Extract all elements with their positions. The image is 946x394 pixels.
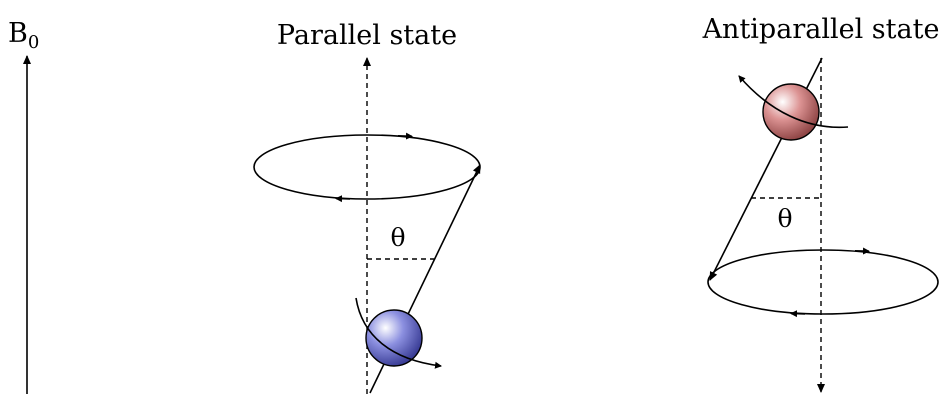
parallel-spin-rotation-arrow	[355, 297, 442, 369]
parallel-title: Parallel state	[277, 20, 457, 51]
parallel-orbit-arrow-top	[397, 132, 413, 140]
antiparallel-proton-sphere	[762, 83, 820, 141]
antiparallel-angle-label: θ	[777, 204, 792, 233]
antiparallel-precession-orbit	[707, 249, 939, 315]
parallel-proton-sphere	[365, 309, 423, 367]
parallel-state: Parallel state θ	[253, 20, 481, 394]
field-label: B0	[8, 18, 39, 53]
parallel-angle-label: θ	[390, 223, 405, 252]
antiparallel-title: Antiparallel state	[702, 14, 940, 45]
antiparallel-state: Antiparallel state θ	[702, 14, 940, 393]
antiparallel-spin-rotation-arrow	[738, 75, 849, 129]
field-axis: B0	[8, 18, 39, 394]
